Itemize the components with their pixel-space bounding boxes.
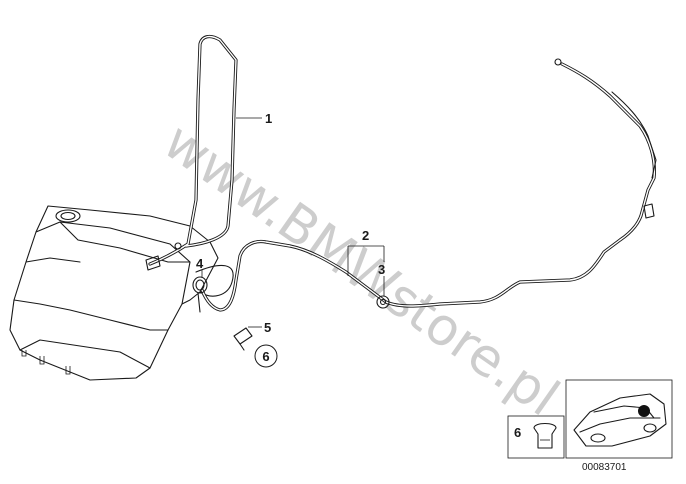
label-part-4: 4 — [196, 256, 204, 271]
label-part-1: 1 — [265, 111, 272, 126]
hose-part-1 — [145, 34, 238, 271]
image-code: 00083701 — [582, 462, 627, 473]
grommet-part-3 — [376, 295, 390, 309]
location-marker — [638, 405, 650, 417]
label-part-6-circle: 6 — [254, 344, 278, 368]
label-part-5: 5 — [264, 320, 271, 335]
inset-label-part-6: 6 — [514, 425, 521, 440]
ring-clip-part-4 — [192, 276, 208, 313]
label-part-2: 2 — [362, 228, 369, 243]
label-part-6: 6 — [262, 349, 269, 364]
watermark-text: www.BMWstore.pl — [153, 111, 570, 428]
washer-reservoir — [9, 205, 234, 381]
inset-car-location — [565, 379, 673, 459]
inset-part-6: 6 — [507, 415, 565, 459]
bracket-part-5 — [233, 327, 253, 351]
label-part-3: 3 — [378, 262, 385, 277]
leader-lines — [201, 117, 385, 328]
hose-part-2 — [200, 58, 657, 312]
